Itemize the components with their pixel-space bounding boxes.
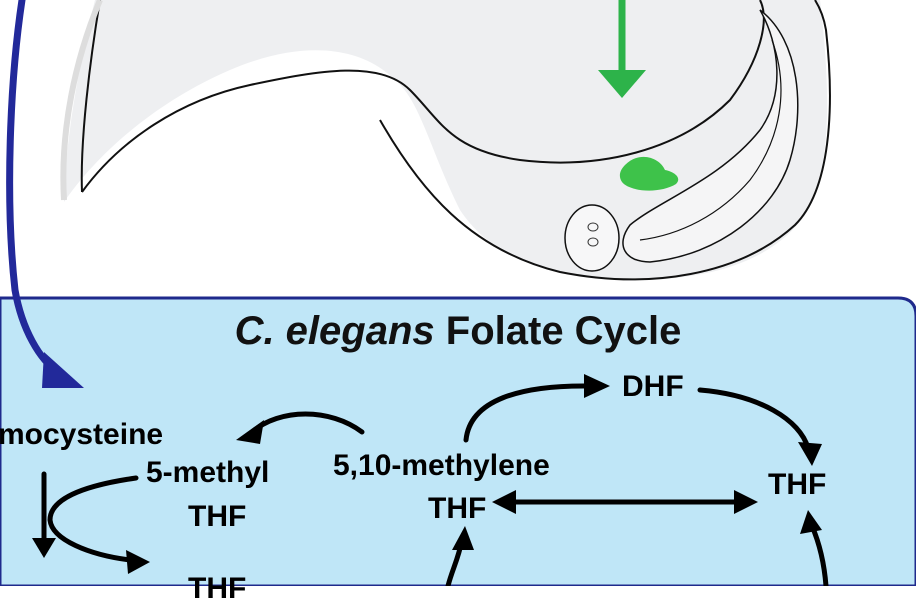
arrow-dhf-to-thf — [697, 387, 811, 451]
node-thf-bottom: THF — [188, 572, 247, 605]
worm-outline-upper — [80, 0, 101, 193]
panel-title-species: C. elegans — [234, 309, 435, 353]
worm-pharynx-lumen — [639, 39, 782, 241]
cycle-arrows — [32, 374, 829, 586]
node-5-10-methylene-thf-line1: 5,10-methylene — [333, 449, 550, 482]
node-5-10-methylene-thf-line2: THF — [428, 492, 487, 525]
worm-outline-inner — [81, 0, 765, 193]
node-5-methyl-thf-line1: 5-methyl — [146, 456, 270, 489]
worm-illustration — [60, 0, 831, 281]
node-homocysteine: mocysteine — [0, 418, 164, 451]
worm-egg-nucleus-1 — [587, 222, 599, 232]
green-arrow — [598, 0, 646, 98]
panel-title-rest: Folate Cycle — [445, 309, 682, 353]
node-thf-right: THF — [768, 468, 827, 501]
folate-cycle-panel — [0, 296, 916, 586]
arrow-methyl-thf-to-thf — [47, 475, 139, 563]
node-dhf: DHF — [622, 370, 684, 403]
panel-title: C. elegans Folate Cycle — [0, 309, 916, 354]
worm-outline-bottom — [379, 0, 831, 281]
node-5-methyl-thf-line2: THF — [188, 500, 247, 533]
arrow-methylene-to-dhf — [463, 383, 593, 443]
figure-graphics — [0, 0, 916, 586]
blue-curved-arrow — [6, 0, 84, 388]
worm-pharynx — [622, 9, 799, 263]
worm-egg-nucleus-2 — [587, 237, 599, 247]
worm-outline-outer — [60, 0, 103, 201]
green-fluorescent-spot — [619, 156, 679, 191]
